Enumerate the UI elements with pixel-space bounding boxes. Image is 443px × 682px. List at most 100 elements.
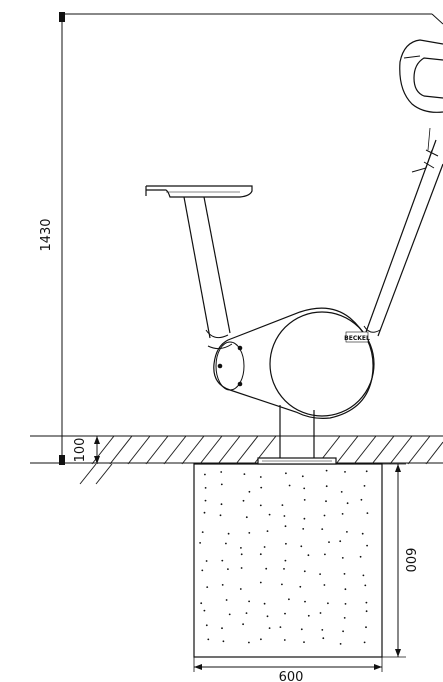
aggregate-dot [283, 568, 285, 570]
aggregate-dot [325, 500, 327, 503]
aggregate-dot [360, 498, 363, 501]
aggregate-dot [240, 567, 243, 569]
seat [145, 185, 253, 198]
aggregate-dot [245, 612, 248, 614]
aggregate-dot [263, 546, 266, 548]
aggregate-dot [344, 471, 346, 473]
foundation-depth-dimension: 600 [382, 463, 417, 658]
aggregate-dot [303, 641, 305, 643]
aggregate-dot [359, 555, 362, 558]
aggregate-dot [203, 511, 206, 514]
aggregate-dot [285, 472, 287, 475]
aggregate-dot [300, 545, 303, 548]
aggregate-dot [319, 612, 322, 614]
aggregate-dot [323, 514, 326, 517]
aggregate-dot [307, 554, 310, 557]
foundation-depth-dimension-label: 600 [402, 548, 417, 573]
aggregate-dot [260, 486, 263, 489]
aggregate-dot [343, 617, 346, 619]
aggregate-dot [364, 584, 367, 587]
ground-layer-dimension: 100 [73, 436, 100, 464]
aggregate-dot [205, 624, 208, 627]
aggregate-dot [221, 559, 224, 562]
aggregate-dot [227, 568, 229, 570]
aggregate-dot [344, 588, 347, 591]
aggregate-dot [268, 513, 271, 516]
aggregate-dot [248, 600, 251, 603]
aggregate-dot [346, 531, 348, 533]
aggregate-dot [339, 540, 342, 543]
handlebar-arm [363, 127, 443, 337]
aggregate-dot [302, 528, 305, 530]
aggregate-dot [206, 586, 209, 588]
aggregate-dot [281, 583, 283, 586]
aggregate-dot [203, 609, 206, 612]
aggregate-dot [362, 574, 365, 577]
aggregate-dot [265, 567, 268, 570]
aggregate-dot [242, 499, 245, 502]
aggregate-dot [259, 476, 262, 478]
aggregate-dot [259, 581, 262, 584]
aggregate-dot [365, 470, 368, 473]
aggregate-dot [323, 584, 326, 586]
aggregate-dot [283, 639, 286, 641]
aggregate-dot [225, 599, 228, 601]
aggregate-dot [228, 613, 231, 616]
aggregate-dot [366, 544, 368, 547]
aggregate-dot [227, 532, 230, 535]
bolt-icon [237, 345, 243, 351]
aggregate-dot [239, 588, 242, 590]
aggregate-dot [243, 473, 246, 475]
aggregate-dot [365, 610, 368, 613]
brand-label [345, 331, 369, 343]
aggregate-dot [324, 553, 326, 556]
aggregate-dot [284, 559, 287, 562]
seat-post [183, 196, 233, 350]
concrete-foundation [193, 463, 383, 658]
height-dimension-label: 1430 [39, 218, 54, 251]
aggregate-dot [288, 598, 290, 601]
aggregate-dot [204, 499, 207, 502]
aggregate-dot [263, 602, 266, 605]
aggregate-dot [266, 615, 269, 618]
aggregate-dot [303, 570, 306, 573]
aggregate-dot [346, 502, 349, 505]
aggregate-dot [319, 573, 321, 575]
aggregate-dot [288, 484, 291, 487]
aggregate-dot [220, 503, 223, 506]
foundation-width-dimension: 600 [193, 657, 383, 682]
aggregate-dot [344, 603, 347, 605]
aggregate-dot [225, 542, 227, 545]
aggregate-dot [284, 525, 287, 528]
aggregate-dot [303, 517, 306, 520]
aggregate-dot [361, 532, 364, 535]
aggregate-dot [366, 512, 369, 514]
aggregate-dot [340, 491, 343, 493]
aggregate-dot [248, 532, 251, 534]
aggregate-dot [341, 513, 344, 515]
aggregate-dot [221, 584, 224, 586]
aggregate-dot [279, 626, 282, 628]
aggregate-dot [266, 530, 269, 532]
aggregate-dot [259, 553, 262, 556]
aggregate-dot [304, 600, 306, 603]
aggregate-dot [299, 585, 302, 588]
aggregate-dot [301, 475, 304, 478]
height-dimension: 1430 [39, 12, 65, 465]
aggregate-dot [303, 487, 306, 490]
aggregate-dot [240, 547, 242, 549]
aggregate-dot [283, 515, 286, 517]
aggregate-dot [199, 542, 202, 544]
aggregate-dot [221, 627, 223, 630]
aggregate-dot [327, 602, 329, 605]
aggregate-dot [343, 573, 346, 575]
aggregate-dot [307, 614, 310, 617]
aggregate-dot [321, 629, 324, 631]
aggregate-dot [259, 504, 262, 507]
brand-label-text: BECKEL [344, 335, 370, 342]
ground-layer-dimension-label: 100 [73, 438, 88, 463]
bolt-icon [217, 363, 223, 369]
aggregate-dot [328, 541, 330, 543]
aggregate-dot [303, 499, 306, 501]
